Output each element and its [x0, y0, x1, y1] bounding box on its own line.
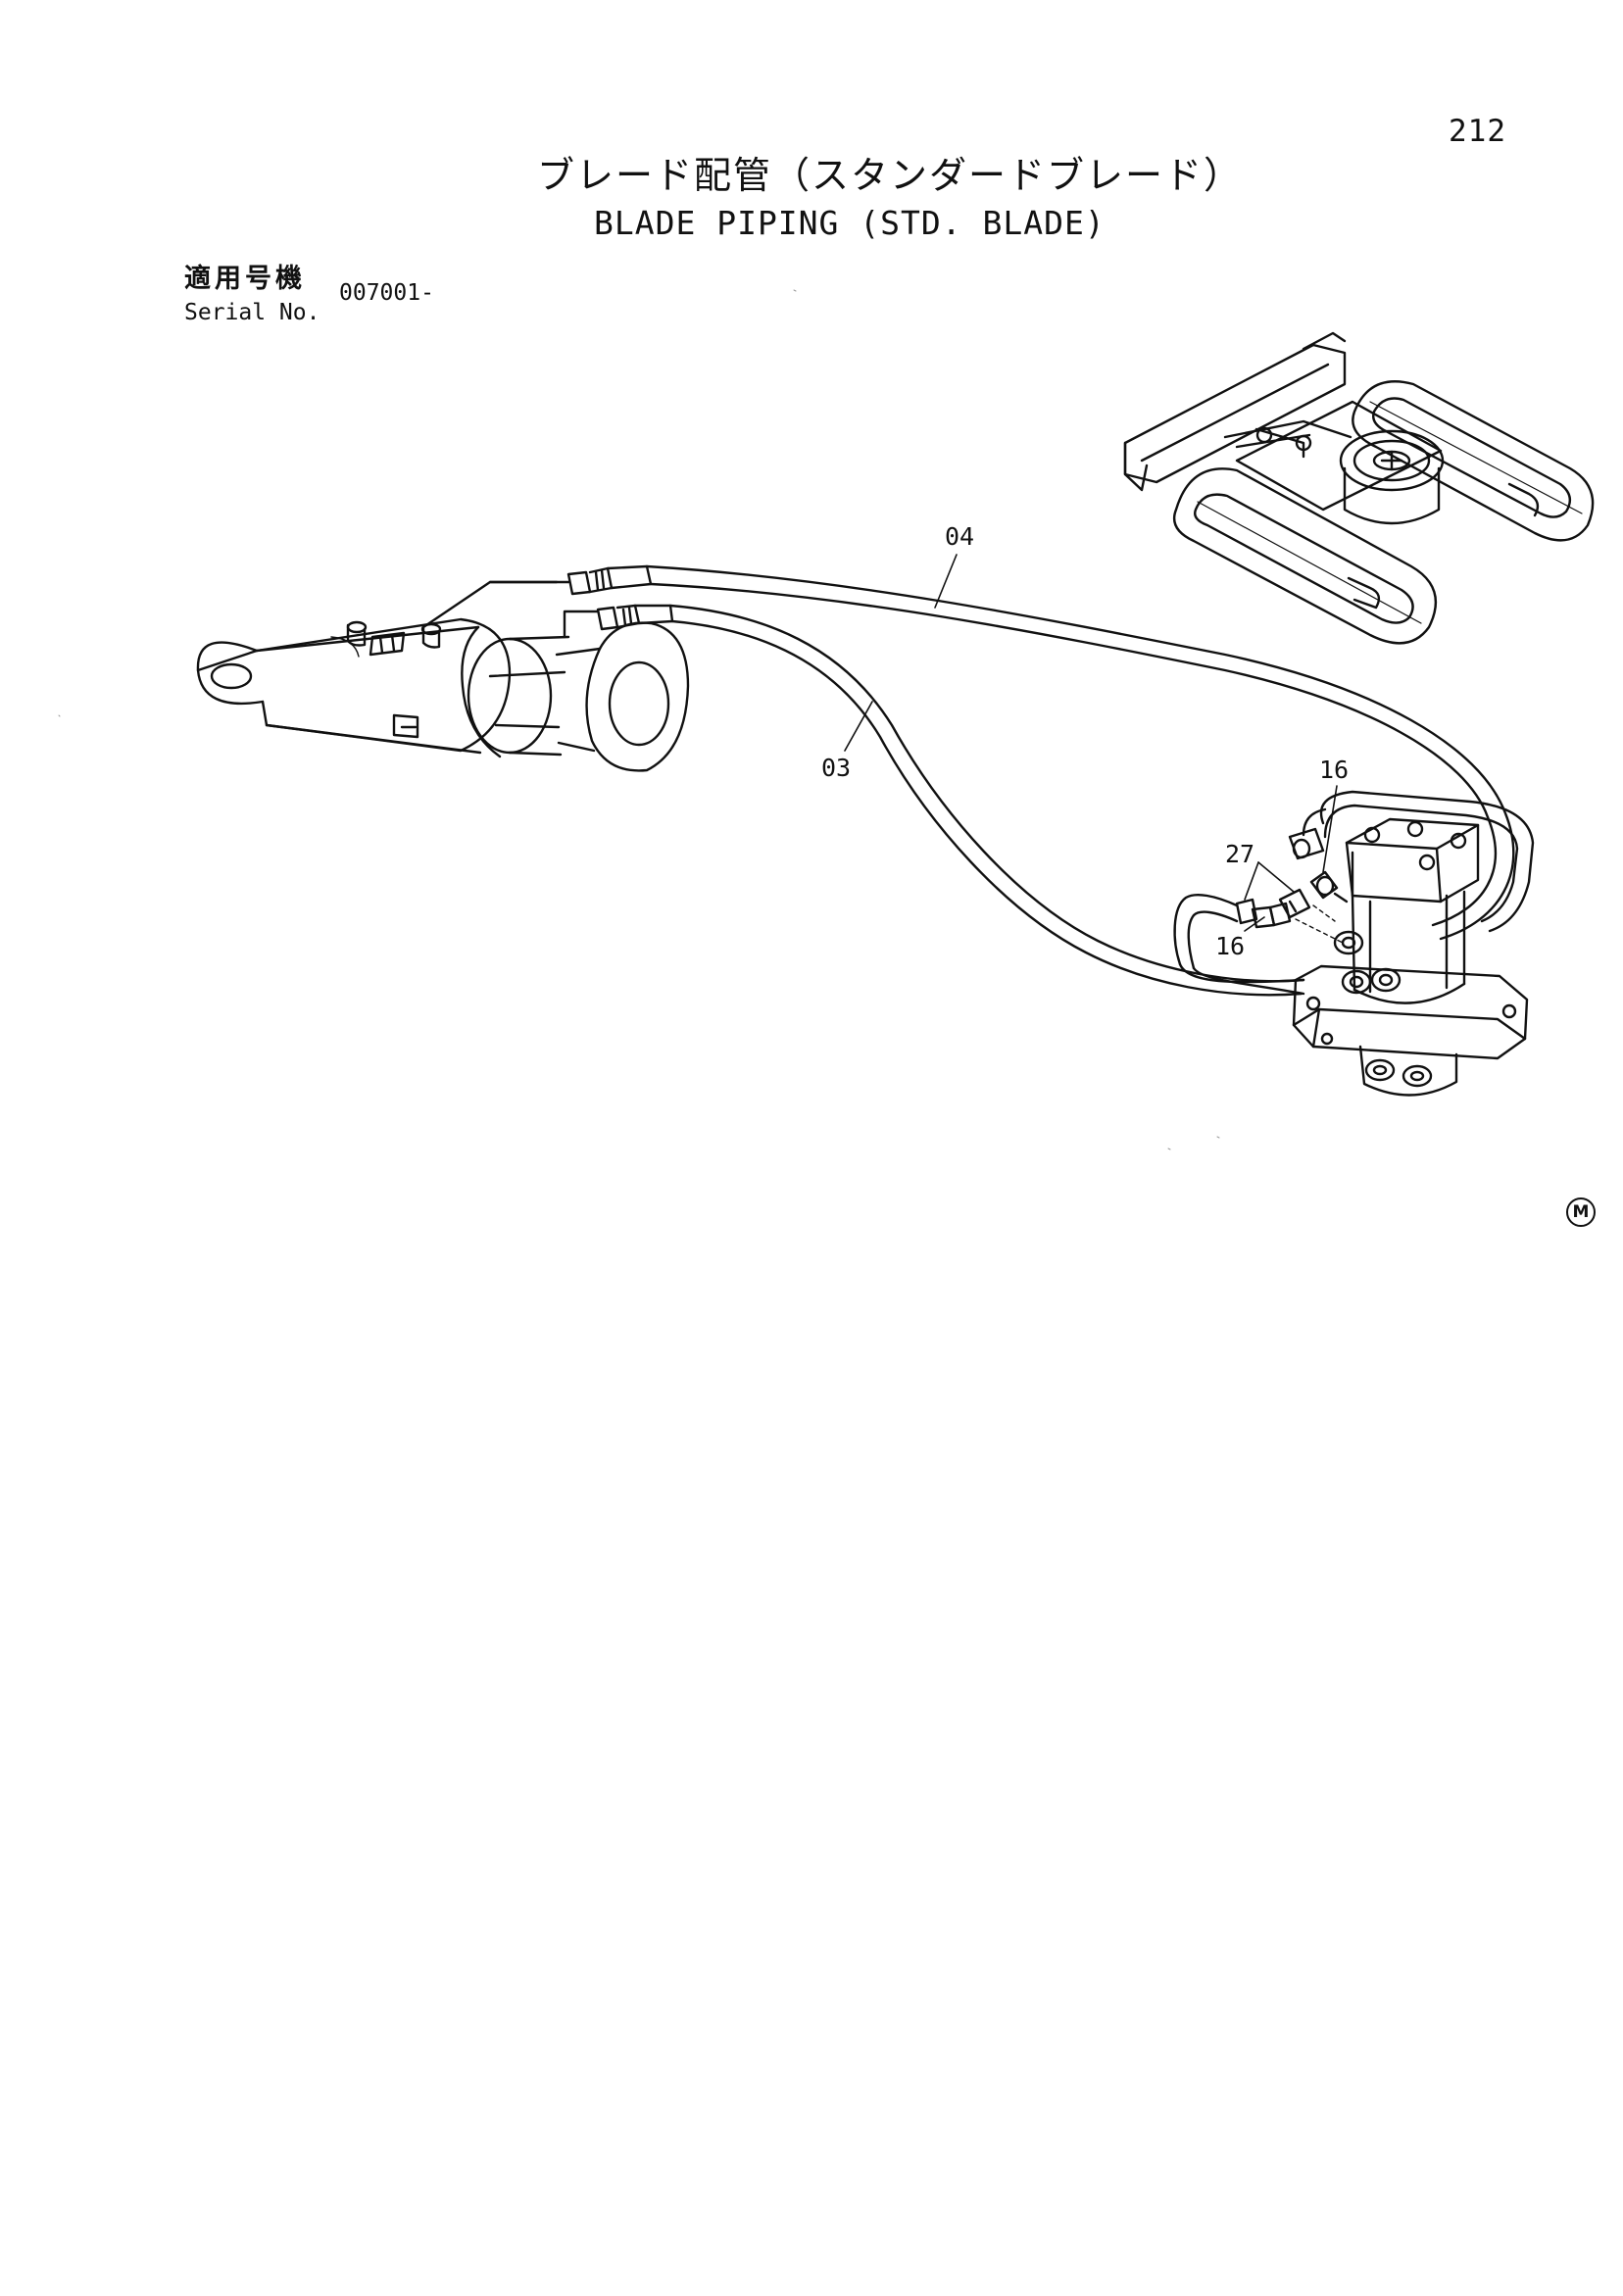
callout-04-label: 04 [945, 522, 974, 551]
page-title-english: BLADE PIPING (STD. BLADE) [594, 204, 1106, 242]
serial-label-japanese: 適用号機 [184, 264, 306, 294]
callout-16-top: 16 [1319, 756, 1349, 873]
callout-16-bottom-label: 16 [1215, 932, 1245, 960]
callout-16-bottom: 16 [1215, 916, 1265, 960]
serial-number-value: 007001- [339, 280, 434, 306]
page-number: 212 [1449, 114, 1506, 149]
blade-cylinder-illustration [196, 580, 690, 772]
callout-27: 27 [1225, 840, 1295, 901]
callout-03: 03 [821, 701, 873, 782]
callout-04: 04 [934, 522, 974, 609]
callout-27-label: 27 [1225, 840, 1254, 868]
hose-03 [668, 604, 1305, 997]
circled-m-mark: M [1566, 1197, 1596, 1227]
hose-end-fittings [566, 564, 674, 631]
callout-03-label: 03 [821, 754, 851, 782]
callout-16-top-label: 16 [1319, 756, 1349, 784]
page-title-japanese: ブレード配管（スタンダードブレード） [537, 154, 1244, 197]
serial-label-english: Serial No. [184, 300, 320, 325]
hose-04 [645, 564, 1515, 941]
scan-specks [58, 289, 1220, 1150]
center-joint-illustration [1288, 790, 1535, 1097]
undercarriage-inset-illustration [1123, 331, 1595, 645]
fittings-16-27 [1173, 870, 1349, 996]
